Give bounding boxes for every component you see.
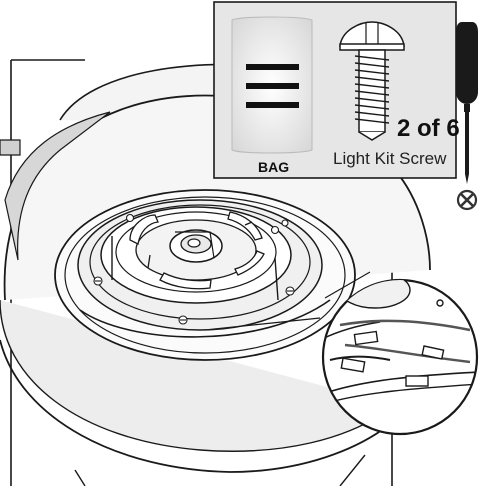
quantity-label: 2 of 6 [397, 115, 460, 142]
part-name-label: Light Kit Screw [333, 149, 447, 168]
plate-slots [129, 211, 265, 290]
bag-icon [231, 16, 313, 154]
bag-label: BAG [258, 159, 289, 175]
fan-housing [0, 59, 431, 486]
ring-screws [93, 213, 295, 325]
wire-connectors [340, 330, 445, 387]
parts-callout: BAG 2 of 6 Light Kit Screw [213, 1, 460, 179]
screw-icon [339, 21, 405, 141]
phillips-screwdriver-icon [456, 22, 478, 184]
phillips-head-icon [456, 189, 478, 211]
wire-connector-detail [321, 271, 479, 436]
housing-left-rim [4, 111, 111, 261]
